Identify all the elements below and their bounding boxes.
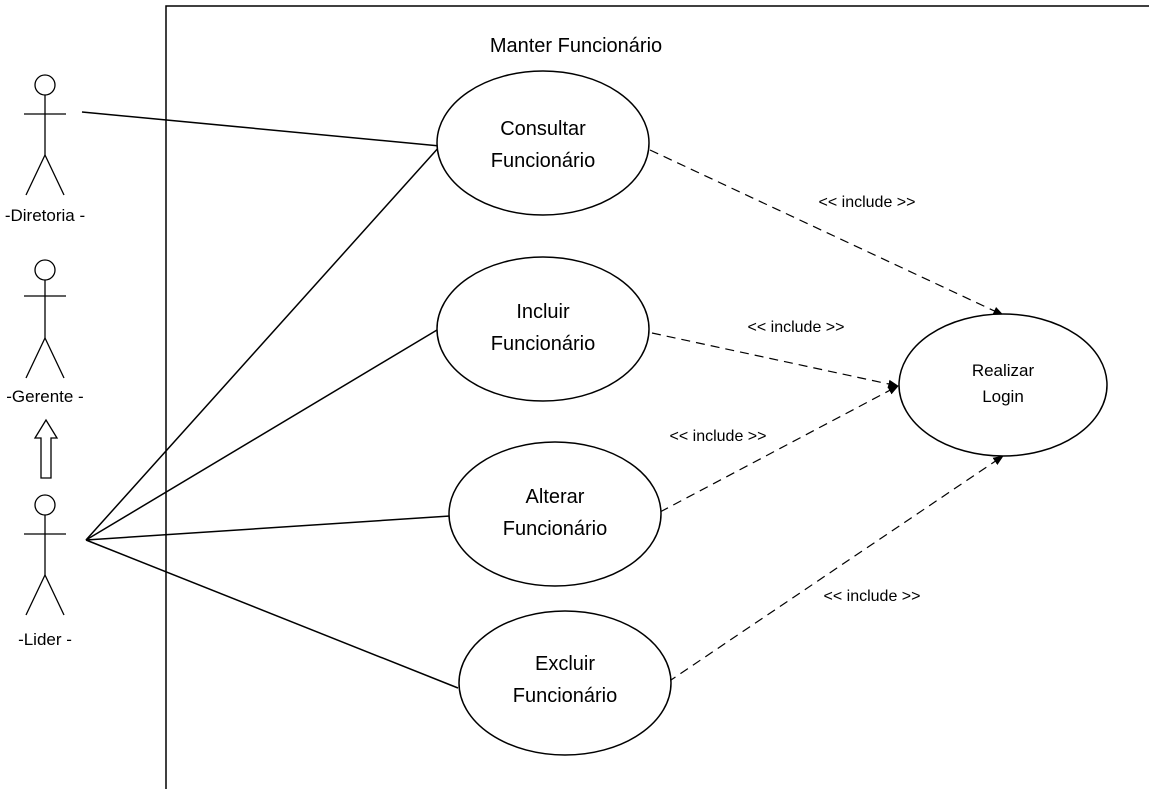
use-case-label: Funcionário (491, 333, 596, 355)
system-title: Manter Funcionário (490, 35, 662, 57)
association-lider-alterar (85, 515, 451, 541)
association-lider-excluir (85, 539, 459, 689)
actor-label: -Gerente - (6, 387, 83, 406)
actor-figure-icon (24, 74, 66, 196)
use-case-label: Realizar (972, 361, 1035, 380)
use-case-alterar: Alterar Funcionário (448, 441, 662, 587)
use-case-label: Consultar (500, 118, 586, 140)
association-diretoria-consultar (81, 111, 441, 147)
use-case-realizar-login: Realizar Login (898, 313, 1108, 457)
use-case-label: Incluir (516, 301, 570, 323)
use-case-incluir: Incluir Funcionário (436, 256, 650, 402)
include-label: << include >> (670, 428, 767, 445)
include-excluir-login (667, 455, 1004, 683)
actor-diretoria: -Diretoria - (5, 74, 85, 225)
include-label: << include >> (824, 588, 921, 605)
use-case-consultar: Consultar Funcionário (436, 70, 650, 216)
include-alterar-login (659, 385, 899, 513)
association-lider-incluir (85, 329, 438, 541)
actor-figure-icon (24, 494, 66, 616)
use-case-label: Funcionário (513, 685, 618, 707)
system-boundary (165, 5, 1149, 789)
use-case-label: Funcionário (491, 150, 596, 172)
actor-label: -Lider - (18, 630, 72, 649)
include-incluir-login (651, 332, 900, 389)
use-case-label: Login (982, 387, 1024, 406)
actor-label: -Diretoria - (5, 206, 85, 225)
use-case-label: Funcionário (503, 518, 608, 540)
use-case-excluir: Excluir Funcionário (458, 610, 672, 756)
actor-lider: -Lider - (18, 494, 72, 649)
include-label: << include >> (748, 319, 845, 336)
use-case-label: Excluir (535, 653, 595, 675)
use-case-label: Alterar (526, 486, 585, 508)
include-consultar-login (649, 149, 1004, 316)
actor-gerente: -Gerente - (6, 259, 84, 406)
include-label: << include >> (819, 194, 916, 211)
association-lider-consultar (85, 145, 441, 541)
actor-figure-icon (24, 259, 66, 379)
generalization-arrow-icon (33, 418, 59, 479)
